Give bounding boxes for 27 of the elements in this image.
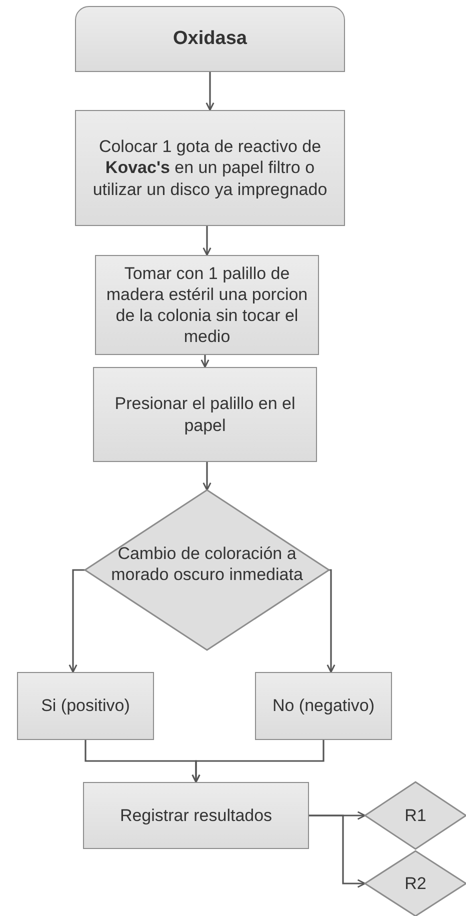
process-box <box>17 672 154 740</box>
title-box <box>75 6 345 72</box>
arrow <box>206 72 214 111</box>
node-text: Oxidasa <box>172 27 248 51</box>
arrow <box>202 226 212 256</box>
arrow <box>326 569 336 673</box>
node-text: Si (positivo) <box>40 695 131 717</box>
node-text: Presionar el palillo en el papel <box>114 393 296 436</box>
node-text: Colocar 1 gota de reactivo de Kovac's en un papel filtro o utilizar un disco ya impregnado <box>92 136 328 200</box>
node-text: No (negativo) <box>271 695 376 717</box>
node-text: Tomar con 1 palillo de madera estéril una porcion de la colonia sin tocar el medio <box>105 262 309 348</box>
process-box <box>255 672 392 740</box>
decision-diamond <box>365 782 466 849</box>
node-text: Cambio de coloración a morado oscuro inmediata <box>110 542 304 586</box>
process-box <box>93 367 317 462</box>
process-box <box>83 782 309 849</box>
process-box <box>75 110 345 226</box>
process-box <box>95 255 319 355</box>
decision-diamond <box>365 851 466 916</box>
arrow <box>200 355 210 368</box>
node-text: R2 <box>404 872 428 894</box>
node-text: Registrar resultados <box>118 804 274 826</box>
node-text: R1 <box>404 804 428 826</box>
arrow <box>309 814 366 888</box>
arrow <box>192 740 324 783</box>
arrow <box>68 569 85 673</box>
arrow <box>202 462 212 491</box>
